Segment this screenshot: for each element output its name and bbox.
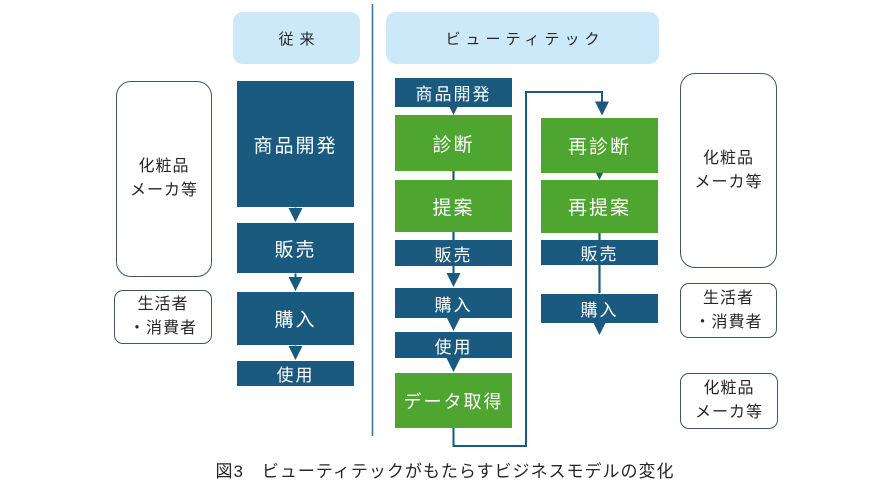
step-data-acquisition: データ取得 bbox=[395, 373, 512, 428]
actor-label: メーカ等 bbox=[129, 182, 198, 199]
actor-label: ・消費者 bbox=[128, 320, 197, 337]
actor-consumer-left: 生活者 ・消費者 bbox=[114, 290, 212, 344]
actor-cosmetics-maker-right: 化粧品 メーカ等 bbox=[680, 73, 777, 268]
actor-label: 化粧品 bbox=[702, 149, 754, 167]
actor-label: 化粧品 bbox=[703, 380, 755, 397]
step-use: 使用 bbox=[395, 332, 512, 358]
actor-label: 化粧品 bbox=[138, 158, 190, 175]
step-product-development: 商品開発 bbox=[395, 78, 512, 107]
step-sales: 販売 bbox=[541, 240, 658, 265]
actor-label: メーカ等 bbox=[694, 404, 763, 421]
step-proposal: 提案 bbox=[395, 180, 512, 232]
actor-label: 生活者 bbox=[137, 296, 189, 313]
step-purchase: 購入 bbox=[395, 288, 512, 318]
step-diagnosis: 診断 bbox=[395, 115, 512, 171]
actor-consumer-right: 生活者 ・消費者 bbox=[680, 283, 777, 338]
actor-cosmetics-maker-bottom-right: 化粧品 メーカ等 bbox=[680, 373, 778, 429]
step-sales: 販売 bbox=[237, 223, 354, 273]
step-product-development: 商品開発 bbox=[237, 81, 354, 207]
actor-label: ・消費者 bbox=[694, 313, 763, 331]
step-purchase: 購入 bbox=[541, 294, 658, 323]
header-traditional: 従来 bbox=[233, 12, 360, 64]
step-use: 使用 bbox=[237, 361, 354, 386]
step-re-diagnosis: 再診断 bbox=[541, 118, 658, 173]
actor-label: メーカ等 bbox=[694, 173, 763, 191]
actor-cosmetics-maker-left: 化粧品 メーカ等 bbox=[116, 81, 212, 277]
step-sales: 販売 bbox=[395, 240, 512, 266]
step-re-proposal: 再提案 bbox=[541, 180, 658, 233]
step-purchase: 購入 bbox=[237, 292, 354, 345]
actor-label: 生活者 bbox=[702, 289, 754, 307]
header-beautytech: ビューティテック bbox=[386, 12, 659, 64]
figure-caption: 図3 ビューティテックがもたらすビジネスモデルの変化 bbox=[215, 462, 675, 481]
